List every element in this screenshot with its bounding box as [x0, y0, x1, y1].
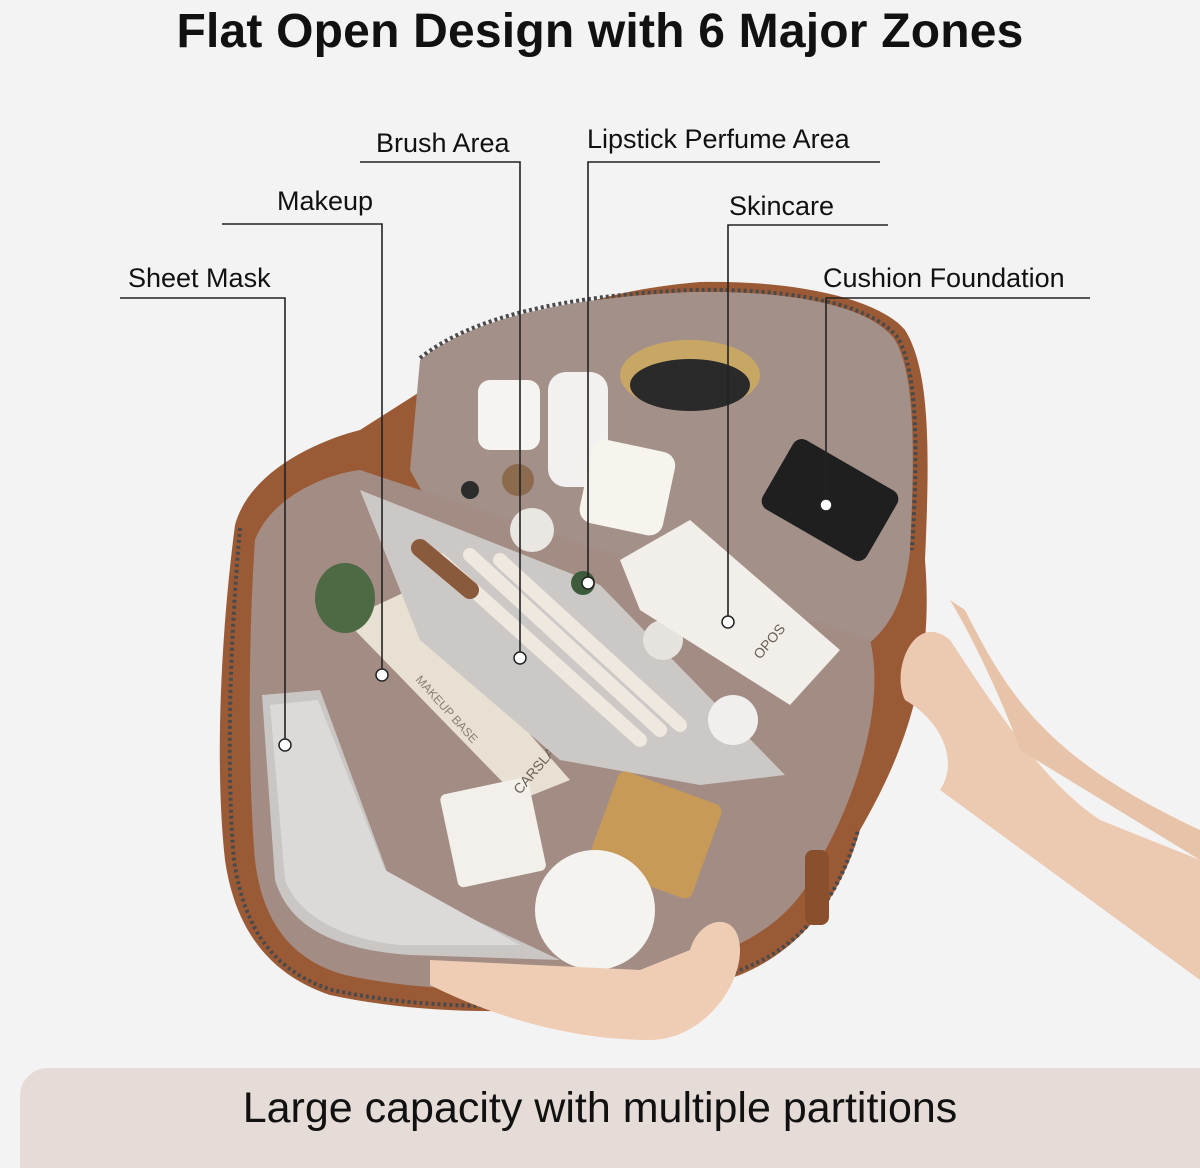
- zipper-bottom: [227, 527, 860, 1008]
- footer-caption: Large capacity with multiple partitions: [242, 1084, 958, 1132]
- zipper-pull: [805, 850, 829, 925]
- small-bottles: [461, 372, 758, 745]
- zone-label-sheet-mask: Sheet Mask: [128, 263, 271, 293]
- footer-banner: [20, 1068, 1200, 1168]
- makeup-base-tube: [345, 592, 570, 888]
- zone-label-makeup: Makeup: [277, 186, 374, 216]
- hand-left: [430, 921, 740, 1040]
- hand-right: [900, 631, 1200, 980]
- callout-lines: [120, 161, 1090, 745]
- callout-sheet-mask: [120, 297, 286, 745]
- callout-cushion: [825, 297, 1090, 505]
- zone-label-brush-area: Brush Area: [376, 128, 510, 158]
- cushion-compact: [620, 340, 760, 411]
- callout-lipstick: [587, 161, 880, 583]
- zone-label-skincare: Skincare: [729, 191, 835, 221]
- zone-label-lipstick-perfume-area: Lipstick Perfume Area: [587, 124, 850, 154]
- green-bottle: [315, 563, 375, 633]
- page-title: Flat Open Design with 6 Major Zones: [176, 5, 1024, 58]
- zone-label-cushion-foundation: Cushion Foundation: [823, 263, 1065, 293]
- powder-puff: [535, 850, 655, 970]
- skincare-tube: [620, 520, 840, 705]
- callout-makeup: [222, 223, 383, 675]
- callout-dots: [278, 498, 833, 752]
- callout-brush: [360, 161, 521, 658]
- brush-pocket: [360, 490, 785, 785]
- callout-skincare: [727, 224, 888, 622]
